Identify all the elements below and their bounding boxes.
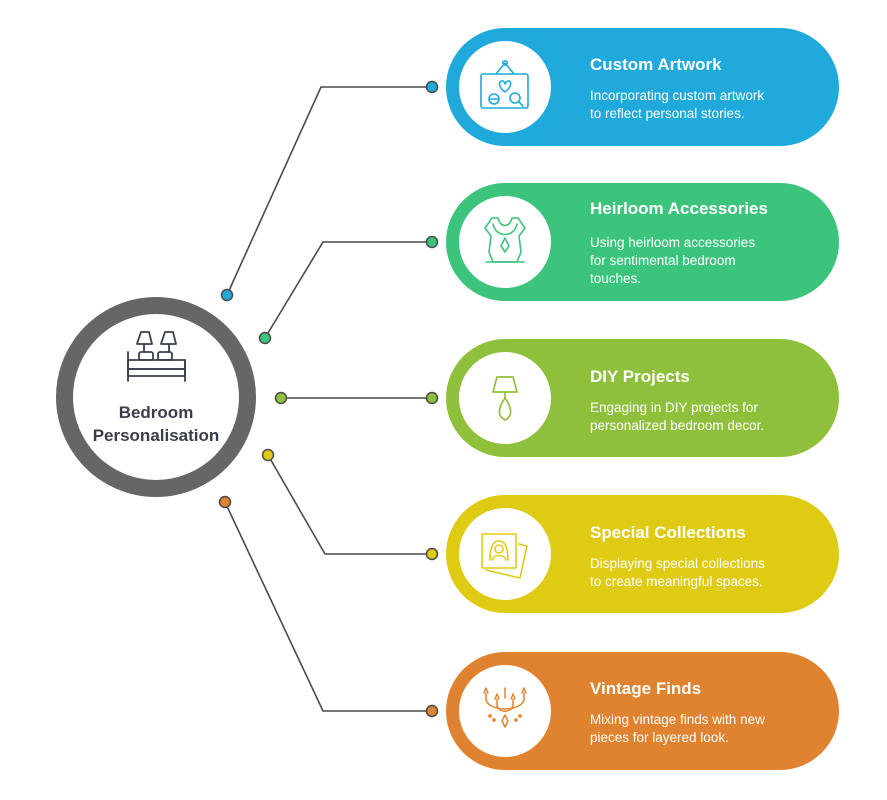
connector-heirloom-accessories xyxy=(264,241,432,339)
card-vintage-finds-pill xyxy=(505,652,839,770)
dot-card-special-collections xyxy=(425,547,439,561)
card-special-collections-title: Special Collections xyxy=(590,523,746,542)
hub-title-line-2: Personalisation xyxy=(93,426,220,445)
hub-inner xyxy=(73,314,239,480)
connectors xyxy=(224,86,432,712)
lamp-icon xyxy=(492,376,518,421)
card-vintage-finds-title: Vintage Finds xyxy=(590,679,701,698)
card-heirloom-accessories-inner xyxy=(459,196,551,288)
dot-hub-vintage-finds xyxy=(218,495,232,509)
connector-custom-artwork xyxy=(226,86,432,296)
card-special-collections-desc-2: to create meaningful spaces. xyxy=(590,574,763,589)
card-vintage-finds-desc-2: pieces for layered look. xyxy=(590,730,729,745)
card-diy-projects-pill xyxy=(505,339,839,457)
card-custom-artwork-desc-1: Incorporating custom artwork xyxy=(590,88,764,103)
card-custom-artwork-title: Custom Artwork xyxy=(590,55,722,74)
card-heirloom-accessories-title: Heirloom Accessories xyxy=(590,199,768,218)
card-diy-projects-title: DIY Projects xyxy=(590,367,690,386)
card-diy-projects-desc-1: Engaging in DIY projects for xyxy=(590,400,758,415)
dot-card-vintage-finds xyxy=(425,704,439,718)
card-heirloom-accessories: Heirloom Accessories Using heirloom acce… xyxy=(446,183,839,301)
dot-hub-diy-projects xyxy=(274,391,288,405)
dot-hub-heirloom-accessories xyxy=(258,331,272,345)
card-diy-projects: DIY Projects Engaging in DIY projects fo… xyxy=(446,339,839,457)
card-heirloom-accessories-desc-1: Using heirloom accessories xyxy=(590,235,755,250)
card-heirloom-accessories-desc-3: touches. xyxy=(590,271,641,286)
card-custom-artwork-desc-2: to reflect personal stories. xyxy=(590,106,745,121)
card-custom-artwork-pill xyxy=(505,28,839,146)
framed-artwork-icon xyxy=(480,59,529,109)
card-heirloom-accessories-pill xyxy=(505,183,839,301)
photo-stack-icon xyxy=(481,533,528,579)
bed-with-lamps-icon xyxy=(127,331,186,382)
card-special-collections-pill xyxy=(505,495,839,613)
card-custom-artwork-inner xyxy=(459,41,551,133)
necklace-bust-icon xyxy=(484,217,526,263)
card-special-collections-desc-1: Displaying special collections xyxy=(590,556,765,571)
connector-vintage-finds xyxy=(224,501,432,712)
connector-dots xyxy=(218,80,439,718)
card-custom-artwork: Custom Artwork Incorporating custom artw… xyxy=(446,28,839,146)
hub-node: Bedroom Personalisation xyxy=(56,297,256,497)
card-special-collections-inner xyxy=(459,508,551,600)
card-vintage-finds: Vintage Finds Mixing vintage finds with … xyxy=(446,652,839,770)
dot-hub-special-collections xyxy=(261,448,275,462)
chandelier-icon xyxy=(483,687,527,728)
connector-special-collections xyxy=(267,454,432,555)
card-diy-projects-desc-2: personalized bedroom decor. xyxy=(590,418,764,433)
dot-card-diy-projects xyxy=(425,391,439,405)
hub-title-line-1: Bedroom xyxy=(119,403,194,422)
card-special-collections: Special Collections Displaying special c… xyxy=(446,495,839,613)
dot-hub-custom-artwork xyxy=(220,288,234,302)
card-vintage-finds-desc-1: Mixing vintage finds with new xyxy=(590,712,765,727)
dot-card-custom-artwork xyxy=(425,80,439,94)
card-heirloom-accessories-desc-2: for sentimental bedroom xyxy=(590,253,736,268)
dot-card-heirloom-accessories xyxy=(425,235,439,249)
